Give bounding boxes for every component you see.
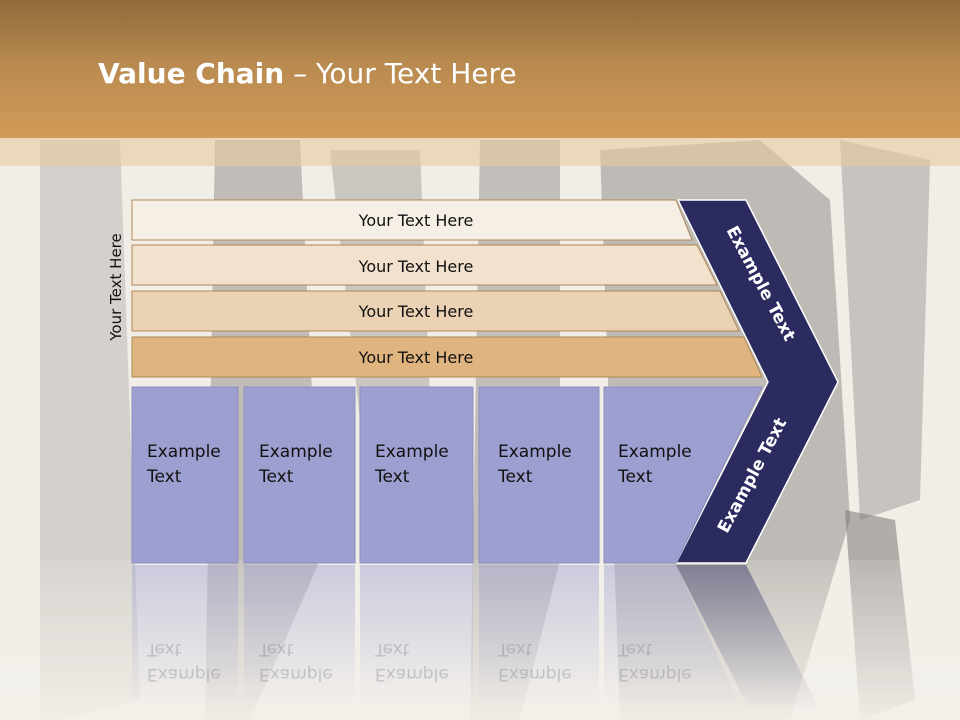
cell-4-reflection: Example Text (498, 636, 572, 686)
cell-2-reflection-line1: Example (259, 664, 333, 684)
row-bar-1 (131, 199, 693, 241)
slide-title-bold: Value Chain (98, 57, 285, 90)
cell-3 (359, 386, 474, 564)
cell-1-text: Example Text (147, 440, 221, 490)
row-label-4: Your Text Here (358, 348, 474, 367)
cell-2 (243, 386, 356, 564)
cell-4-text: Example Text (498, 440, 572, 490)
cell-5-text: Example Text (618, 440, 692, 490)
side-label-text: Your Text Here (107, 233, 125, 341)
cell-1-reflection-line2: Text (147, 639, 182, 659)
slide-title-rest: – Your Text Here (284, 57, 517, 90)
cell-5-reflection-line2: Text (618, 639, 653, 659)
cell-1-reflection: Example Text (147, 636, 221, 686)
cell-4-reflection-line1: Example (498, 664, 572, 684)
cell-3-text: Example Text (375, 440, 449, 490)
row-label-2: Your Text Here (358, 257, 474, 276)
cell-5-reflection: Example Text (618, 636, 692, 686)
cell-1-line2: Text (147, 467, 182, 487)
cell-4-reflection-line2: Text (498, 639, 533, 659)
cell-2-reflection-line2: Text (259, 639, 294, 659)
row-label-1: Your Text Here (358, 211, 474, 230)
cell-5-line1: Example (618, 442, 692, 462)
cell-4-line1: Example (498, 442, 572, 462)
slide-title: Value Chain – Your Text Here (98, 54, 517, 94)
cell-5-reflection-line1: Example (618, 664, 692, 684)
reflection (132, 565, 820, 710)
cell-4 (478, 386, 600, 564)
cell-5 (603, 386, 763, 564)
cell-2-text: Example Text (259, 440, 333, 490)
cell-3-reflection-line1: Example (375, 664, 449, 684)
chevron-arrow (674, 199, 839, 564)
cell-5-line2: Text (618, 467, 653, 487)
row-bar-3 (131, 290, 740, 332)
row-bar-2 (131, 244, 718, 286)
cell-2-line1: Example (259, 442, 333, 462)
cell-2-reflection: Example Text (259, 636, 333, 686)
cell-4-line2: Text (498, 467, 533, 487)
header-band (0, 0, 960, 138)
cell-3-line2: Text (375, 467, 410, 487)
cell-3-reflection-line2: Text (375, 639, 410, 659)
row-label-3: Your Text Here (358, 302, 474, 321)
cell-1 (131, 386, 239, 564)
row-bar-4 (131, 336, 763, 378)
cell-1-reflection-line1: Example (147, 664, 221, 684)
cell-3-line1: Example (375, 442, 449, 462)
cell-3-reflection: Example Text (375, 636, 449, 686)
cell-2-line2: Text (259, 467, 294, 487)
header-underband (0, 138, 960, 166)
cell-1-line1: Example (147, 442, 221, 462)
